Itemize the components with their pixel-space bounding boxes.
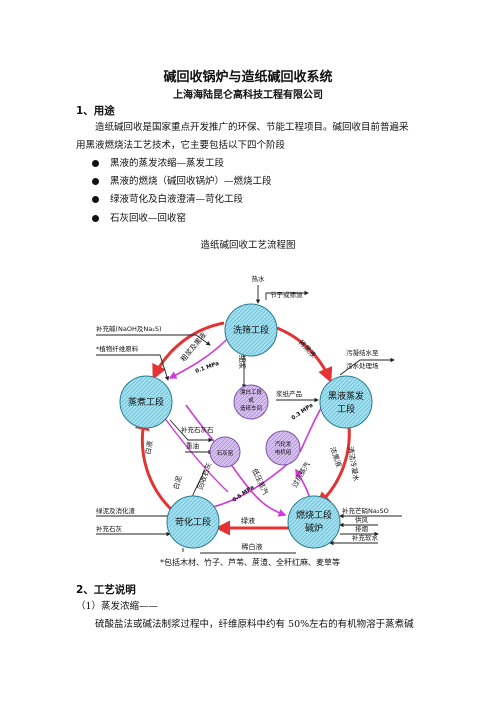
section-1-heading: 1、用途 <box>76 105 115 117</box>
node-recovery-boiler: 燃烧工段 碱炉 <box>287 495 341 549</box>
flow-chart-title: 造纸碱回收工艺流程图 <box>200 240 296 251</box>
bullet-icon <box>92 214 99 222</box>
node-bleaching: 漂白工段 或 造纸车间 <box>233 384 269 420</box>
flow-label-low-pressure-steam: 低压蒸汽 <box>250 467 270 496</box>
mirabilite-label: 补充芒硝Na₂SO <box>342 506 389 515</box>
section-2-sub-1: （1）蒸发浓缩—— <box>76 601 159 612</box>
intro-line-2: 用黑液燃烧法工艺技术，它主要包括以下四个阶段 <box>76 140 286 151</box>
green-mud-label: 绿泥及消化渣 <box>96 506 136 515</box>
hot-water-label: 热水 <box>252 274 266 283</box>
stage-list: 黑液的蒸发浓缩—蒸发工段 黑液的燃烧（碱回收锅炉）—燃烧工段 绿液苛化及白液澄清… <box>92 155 272 228</box>
lime-label: 补充石灰 <box>96 524 123 533</box>
flow-label-reburned-lime: 回收石灰 <box>195 461 213 490</box>
node-cook: 蒸煮工段 <box>119 375 173 429</box>
list-item: 黑液的燃烧（碱回收锅炉）—燃烧工段 <box>92 173 272 191</box>
node-lime-kiln: 石灰窑 <box>209 436 241 468</box>
steam-line <box>198 461 291 513</box>
section-1-intro: 造纸碱回收是国家重点开发推广的环保、节能工程项目。碱回收目前普遍采 用黑液燃烧法… <box>76 119 430 155</box>
svg-text:蒸煮工段: 蒸煮工段 <box>128 396 164 408</box>
flow-wash-to-evap <box>276 326 333 383</box>
lime-makeup-label: 补充石灰石 <box>181 425 214 434</box>
condensate-label-1: 污凝结水至 <box>346 348 379 357</box>
company-name: 上海海陆昆仑高科技工程有限公司 <box>173 90 323 101</box>
svg-text:漂白工段: 漂白工段 <box>240 388 263 396</box>
flow-caust-to-cook <box>134 415 176 514</box>
footnote-raw-materials: *包括木材、竹子、芦苇、蔗渣、全秆红麻、麦草等 <box>160 557 340 567</box>
svg-text:黑液蒸发: 黑液蒸发 <box>328 390 364 402</box>
makeup-alkali-label: 补充碱(NaOH及Na₂S) <box>96 324 162 333</box>
knots-label: 节子或筛渣 <box>270 290 303 299</box>
svg-text:苛化工段: 苛化工段 <box>175 516 211 528</box>
external-labels: 热水 节子或筛渣 补充碱(NaOH及Na₂S) *植物纤维原料 污凝结水至 污水… <box>96 274 389 567</box>
intro-line-1: 造纸碱回收是国家重点开发推广的环保、节能工程项目。碱回收目前普遍采 <box>95 122 409 133</box>
svg-text:造纸车间: 造纸车间 <box>240 404 262 412</box>
section-2-heading: 2、工艺说明 <box>76 584 136 596</box>
node-turbine: 汽轮发 电机组 <box>265 430 301 466</box>
section-2-text: 硫酸盐法或碱法制浆过程中，纤维原料中约有 50%左右的有机物溶于蒸煮碱 <box>95 619 414 630</box>
svg-text:工段: 工段 <box>337 403 355 415</box>
svg-text:洗筛工段: 洗筛工段 <box>233 324 269 336</box>
flow-label-clean-condensate: 清洁冷凝水 <box>346 446 361 482</box>
node-causticizing: 苛化工段 <box>166 495 220 549</box>
svg-text:汽轮发: 汽轮发 <box>275 440 292 448</box>
condensate-label-2: 污水处理场 <box>346 361 379 370</box>
document-title: 碱回收锅炉与造纸碱回收系统 <box>163 70 333 85</box>
heavy-oil-label: 重油 <box>186 441 199 450</box>
node-evaporation: 黑液蒸发 工段 <box>319 375 373 429</box>
bullet-icon <box>92 160 99 167</box>
svg-text:碱炉: 碱炉 <box>305 522 323 534</box>
auxiliary-lines <box>96 285 402 554</box>
flow-label-superheated-steam: 过热蒸汽 <box>290 460 312 489</box>
list-item: 绿液苛化及白液澄清—苛化工段 <box>92 191 272 209</box>
node-wash: 洗筛工段 <box>224 303 278 357</box>
steam-line <box>168 333 233 379</box>
steam-line <box>185 404 287 517</box>
flow-label-green-liquor: 绿液 <box>241 516 255 525</box>
flow-label-lime-mud: 白泥 <box>171 475 183 491</box>
fiber-raw-material-label: *植物纤维原料 <box>96 344 139 353</box>
flow-label-screened-pulp: 细浆 <box>238 355 247 369</box>
svg-text:或: 或 <box>248 396 254 404</box>
main-flow-loop <box>134 321 351 536</box>
flow-label-dilute-white-liquor: 稀白液 <box>242 542 263 551</box>
pressure-label: 0.5 MPa <box>232 484 256 503</box>
flow-label-white-liquor: 白液 <box>143 440 154 455</box>
softwater-label: 补充软水 <box>352 533 379 542</box>
flow-evap-to-boiler <box>315 417 351 508</box>
svg-text:石灰窑: 石灰窑 <box>217 449 234 457</box>
pressure-label: 0.3 MPa <box>291 402 315 421</box>
air-supply-label: 供风 <box>355 515 369 524</box>
pulp-product-label: 浆纸产品 <box>276 389 302 398</box>
flue-gas-label: 排烟 <box>355 524 369 533</box>
list-item: 石灰回收—回收窑 <box>92 210 272 228</box>
list-item: 黑液的蒸发浓缩—蒸发工段 <box>92 155 272 173</box>
svg-text:燃烧工段: 燃烧工段 <box>296 509 332 521</box>
flow-label-thick-black-liquor: 浓黑液 <box>328 446 344 469</box>
flow-cook-to-wash <box>152 321 225 380</box>
bullet-icon <box>92 196 99 204</box>
bullet-icon <box>92 178 99 186</box>
svg-text:电机组: 电机组 <box>275 448 292 456</box>
